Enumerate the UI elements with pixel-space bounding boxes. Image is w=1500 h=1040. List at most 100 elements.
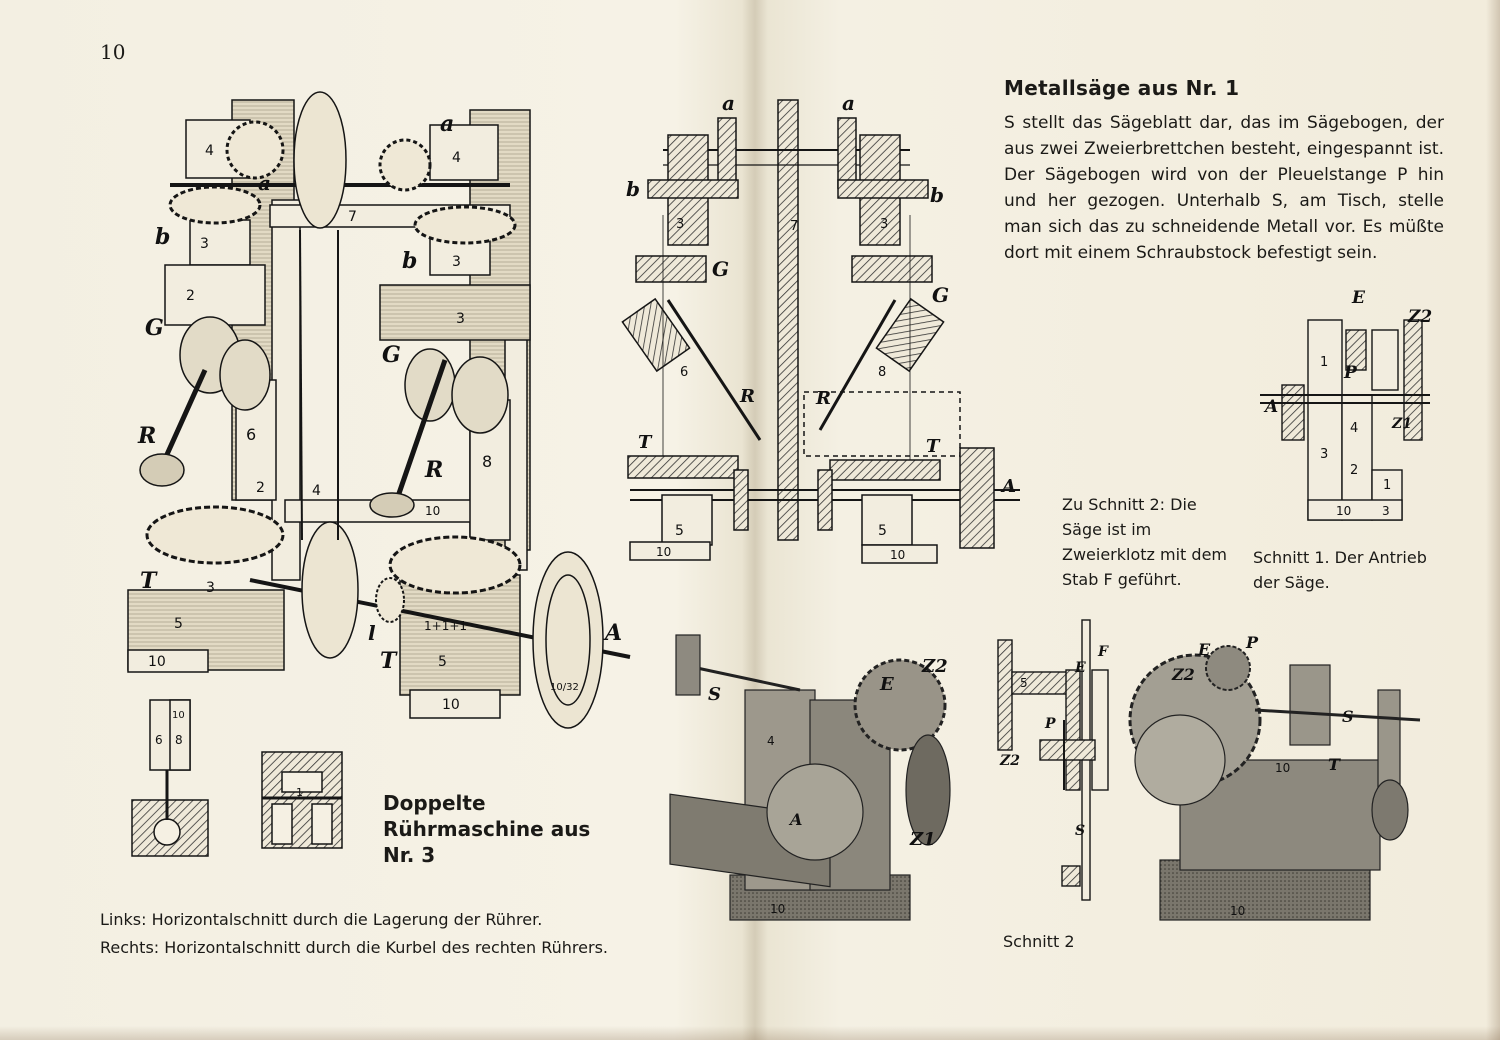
label-front-g-left: G — [712, 257, 729, 281]
label-3-left: 3 — [200, 236, 209, 252]
label-p1-s: S — [708, 684, 721, 705]
label-p1-10: 10 — [770, 902, 785, 916]
section-labels: 6 8 10 1 — [155, 710, 303, 799]
label-sec-10: 10 — [172, 710, 185, 721]
label-p2-p: P — [1245, 633, 1259, 652]
label-front-g-right: G — [932, 283, 949, 307]
label-p2-10b: 10 — [1230, 904, 1245, 918]
label-a-left: a — [258, 171, 271, 195]
label-p1-a: A — [788, 810, 802, 829]
label-front-6: 6 — [680, 365, 688, 380]
saw-front-schematic — [621, 99, 1020, 564]
label-10-bar: 10 — [425, 504, 440, 518]
schnitt2-labels: E P F S Z2 5 — [999, 644, 1109, 839]
saw-title: Metallsäge aus Nr. 1 — [1004, 76, 1240, 100]
stirrer-title-line1: Doppelte — [383, 791, 486, 815]
label-front-7: 7 — [790, 219, 798, 234]
page-edge-bottom — [0, 1026, 1500, 1040]
label-s2-s: S — [1075, 823, 1085, 839]
caption-right-section: Rechts: Horizontalschnitt durch die Kurb… — [100, 938, 608, 957]
label-p1-z1: Z1 — [909, 829, 936, 850]
label-s1-z2: Z2 — [1407, 307, 1432, 327]
label-front-8: 8 — [878, 365, 886, 380]
label-6: 6 — [246, 425, 256, 444]
engraver-signature: 10/32 — [550, 682, 579, 693]
label-3-bar: 3 — [456, 311, 465, 327]
schnitt1-labels: E Z2 P A Z1 1 3 4 2 1 10 3 — [1263, 288, 1432, 518]
label-s1-1: 1 — [1320, 355, 1328, 370]
stirrer-title-line2: Rührmaschine aus — [383, 817, 591, 841]
schnitt1-figure — [1260, 319, 1430, 521]
label-front-t-right: T — [926, 436, 941, 457]
saw-photo-front-labels: S E Z2 Z1 A 4 10 — [708, 656, 948, 916]
label-a-axle: A — [603, 620, 622, 646]
caption-left-section: Links: Horizontalschnitt durch die Lager… — [100, 910, 543, 929]
label-1p1p1: 1+1+1 — [424, 619, 467, 633]
label-p2-e: E — [1197, 640, 1211, 659]
label-2-lower: 2 — [256, 480, 265, 496]
schnitt1-caption: Schnitt 1. Der Antrieb der Säge. — [1253, 548, 1427, 592]
label-front-3-right: 3 — [880, 217, 888, 232]
label-s1-z1: Z1 — [1391, 416, 1412, 432]
label-3-right: 3 — [452, 254, 461, 270]
label-8: 8 — [482, 452, 492, 471]
label-p1-z2: Z2 — [921, 656, 948, 677]
label-t-left: T — [140, 568, 158, 594]
label-b-right: b — [402, 248, 417, 274]
label-s1-p: P — [1343, 363, 1358, 383]
label-front-b-right: b — [930, 183, 944, 207]
label-base-10-right: 10 — [442, 697, 460, 713]
label-a: a — [440, 111, 454, 137]
label-front-a-axle: A — [1000, 476, 1016, 497]
schnitt2-figure — [997, 619, 1109, 901]
label-sec-8: 8 — [175, 733, 183, 747]
label-s2-5: 5 — [1020, 676, 1028, 690]
schnitt2-caption: Schnitt 2 — [1003, 932, 1075, 951]
label-s2-f: F — [1097, 644, 1109, 660]
stirrer-captions: Links: Horizontalschnitt durch die Lager… — [100, 906, 608, 962]
saw-description: S stellt das Sägeblatt dar, das im Sägeb… — [1004, 113, 1444, 263]
label-s1-2: 2 — [1350, 463, 1358, 478]
label-front-a-left: a — [722, 91, 735, 115]
label-sec-6: 6 — [155, 733, 163, 747]
label-s2-z2: Z2 — [999, 753, 1020, 769]
saw-photo-back — [1128, 645, 1421, 921]
label-sec-1: 1 — [296, 786, 303, 799]
label-front-b-left: b — [626, 177, 640, 201]
label-p1-e: E — [879, 674, 894, 695]
label-p2-s: S — [1342, 707, 1354, 726]
stirrer-title: Doppelte Rührmaschine aus Nr. 3 — [383, 790, 590, 868]
section-right-figure — [261, 751, 343, 849]
label-front-t-left: T — [638, 432, 653, 453]
label-front-r-left: R — [739, 386, 755, 407]
label-base-10: 10 — [148, 654, 166, 670]
label-front-r-right: R — [815, 388, 831, 409]
label-r-right: R — [424, 457, 443, 483]
label-g-right: G — [382, 342, 401, 368]
label-p1-4: 4 — [767, 734, 775, 748]
saw-photo-back-labels: E P Z2 S T 10 10 — [1171, 633, 1354, 918]
label-5-left: 5 — [174, 616, 183, 632]
section-left-figure — [131, 699, 209, 857]
label-s1-3b: 3 — [1382, 504, 1390, 518]
label-front-5-left: 5 — [675, 523, 684, 539]
schnitt2-note: Zu Schnitt 2: Die Säge ist im Zweierklot… — [1062, 495, 1227, 589]
label-s1-4: 4 — [1350, 421, 1358, 436]
stirring-machine-labels: a a b b G G R R T T A l 10 10 6 8 7 4 4 … — [137, 111, 622, 713]
label-front-10-right: 10 — [890, 548, 905, 562]
label-p2-10: 10 — [1275, 761, 1290, 775]
label-7: 7 — [348, 209, 357, 225]
saw-front-labels: a a b b G G R R T T A 7 6 8 5 5 10 10 3 … — [626, 91, 1016, 562]
label-front-3-left: 3 — [676, 217, 684, 232]
label-s1-3: 3 — [1320, 447, 1328, 462]
label-s2-e: E — [1074, 660, 1086, 676]
label-l: l — [368, 621, 376, 645]
label-s1-e: E — [1351, 288, 1366, 308]
label-t-right: T — [380, 648, 398, 674]
label-5-right: 5 — [438, 654, 447, 670]
label-4-top-right: 4 — [452, 150, 461, 166]
label-4: 4 — [312, 483, 321, 499]
saw-photo-front — [669, 634, 951, 921]
